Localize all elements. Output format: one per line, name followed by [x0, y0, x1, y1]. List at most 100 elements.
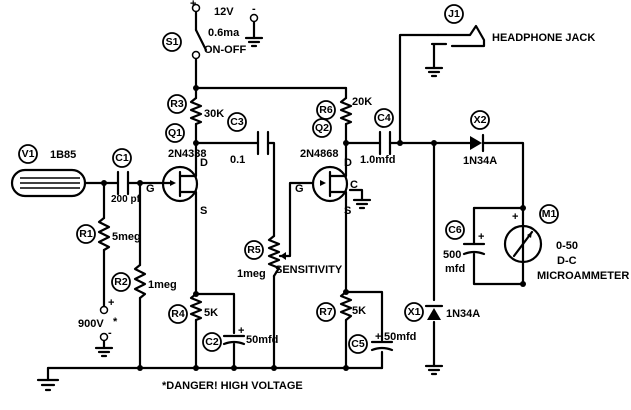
wires — [46, 33, 525, 382]
c4-capacitor: C4 1.0mfd — [360, 108, 395, 166]
r2-ref: R2 — [114, 276, 128, 288]
r1-ref: R1 — [79, 228, 93, 240]
r6-value: 20K — [352, 96, 372, 108]
c2-value: 50mfd — [246, 334, 278, 346]
c5-capacitor: + C5 50mfd — [348, 331, 416, 354]
m1-polarity: + — [512, 211, 518, 223]
junction-dot — [101, 180, 107, 186]
r4-ref: R4 — [171, 308, 185, 320]
x2-diode: X2 1N34A — [463, 110, 497, 167]
x1-diode: X1 1N34A — [404, 302, 480, 376]
r7-resistor: R7 5K — [316, 290, 366, 322]
c2-polarity: + — [238, 325, 244, 337]
v1-value: 1B85 — [50, 149, 76, 161]
x2-ref: X2 — [474, 114, 487, 126]
r7-value: 5K — [352, 305, 366, 317]
m1-value-line3: MICROAMMETER — [537, 270, 629, 282]
hv-minus: - — [108, 327, 112, 339]
c5-ref: C5 — [351, 338, 365, 350]
switch-lever[interactable] — [194, 28, 208, 52]
x1-ref: X1 — [408, 306, 421, 318]
hv-star: * — [113, 316, 118, 328]
q2-ref: Q2 — [315, 122, 329, 134]
junction-dot — [193, 140, 199, 146]
q2-transistor: Q2 2N4868 D G S C — [295, 118, 372, 217]
j1-headphone-jack[interactable]: J1 HEADPHONE JACK — [424, 4, 595, 78]
r5-wiper[interactable] — [280, 252, 286, 260]
hv-terminal-plus[interactable] — [99, 305, 109, 315]
q2-value: 2N4868 — [300, 148, 339, 160]
r3-resistor: R3 30K — [167, 94, 224, 126]
m1-ref: M1 — [542, 208, 557, 220]
v1-ref: V1 — [22, 148, 35, 160]
footnote: *DANGER! HIGH VOLTAGE — [162, 380, 303, 392]
r7-ref: R7 — [319, 306, 333, 318]
r5-value: 1meg — [237, 268, 266, 280]
r1-value: 5meg — [112, 231, 141, 243]
hv-terminal-minus[interactable] — [99, 332, 109, 342]
junction-dot — [397, 140, 403, 146]
junction-dot — [137, 365, 143, 371]
m1-value-line2: D-C — [557, 255, 577, 267]
r1-resistor: R1 5meg — [76, 216, 141, 252]
x2-value: 1N34A — [463, 155, 497, 167]
q1-value: 2N4338 — [168, 148, 207, 160]
junction-dot — [520, 281, 526, 287]
c3-ref: C3 — [230, 116, 244, 128]
junction-dot — [271, 365, 277, 371]
r6-ref: R6 — [319, 104, 333, 116]
q1-transistor: Q1 2N4338 D G S — [146, 123, 208, 217]
supply-plus: + — [190, 0, 196, 10]
c4-value: 1.0mfd — [360, 154, 395, 166]
c6-value-line1: 500 — [443, 249, 461, 261]
c1-capacitor: C1 200 pf — [111, 148, 141, 205]
q1-ref: Q1 — [168, 127, 182, 139]
r3-value: 30K — [204, 108, 224, 120]
junction-dots — [101, 85, 526, 371]
r4-resistor: R4 5K — [168, 292, 218, 324]
x1-value: 1N34A — [446, 308, 480, 320]
c1-value: 200 pf — [111, 194, 141, 205]
c3-value: 0.1 — [230, 154, 245, 166]
q2-pin-d: D — [344, 157, 352, 169]
ground-symbol — [36, 378, 60, 392]
hv-plus: + — [108, 297, 114, 309]
r6-resistor: R6 20K — [316, 96, 372, 126]
m1-value-line1: 0-50 — [556, 240, 578, 252]
c2-capacitor: + C2 50mfd — [202, 325, 278, 352]
hv-supply: + - 900V * — [78, 297, 118, 358]
q1-pin-d: D — [200, 157, 208, 169]
c2-ref: C2 — [205, 336, 219, 348]
c6-ref: C6 — [448, 224, 462, 236]
r3-ref: R3 — [170, 98, 184, 110]
j1-ref: J1 — [448, 8, 460, 20]
c5-polarity: + — [375, 331, 381, 343]
hv-voltage: 900V — [78, 318, 104, 330]
c3-capacitor: C3 0.1 — [227, 112, 270, 166]
junction-dot — [431, 140, 437, 146]
r5-ref: R5 — [247, 244, 261, 256]
q2-pin-g: G — [295, 183, 304, 195]
s1-ref: S1 — [166, 36, 179, 48]
supply-voltage: 12V — [214, 6, 234, 18]
v1-tube: V1 1B85 — [10, 144, 87, 198]
junction-dot — [193, 85, 199, 91]
junction-dot — [231, 365, 237, 371]
junction-dot — [343, 140, 349, 146]
supply-terminal-minus[interactable] — [249, 13, 259, 23]
junction-dot — [137, 180, 143, 186]
r2-resistor: R2 1meg — [111, 263, 177, 300]
supply-minus: - — [252, 3, 256, 15]
s1-switch: S1 ON-OFF + 12V 0.6ma - — [162, 0, 264, 60]
r5-potentiometer: R5 1meg SENSITIVITY — [237, 234, 343, 280]
s1-value: ON-OFF — [204, 44, 246, 56]
c6-capacitor: + C6 500 mfd — [443, 220, 486, 275]
m1-microammeter: + M1 0-50 D-C MICROAMMETER — [503, 204, 629, 282]
c4-ref: C4 — [377, 112, 391, 124]
q1-pin-s: S — [200, 205, 207, 217]
r4-value: 5K — [204, 307, 218, 319]
junction-dot — [520, 205, 526, 211]
r2-value: 1meg — [148, 279, 177, 291]
j1-value: HEADPHONE JACK — [492, 32, 595, 44]
